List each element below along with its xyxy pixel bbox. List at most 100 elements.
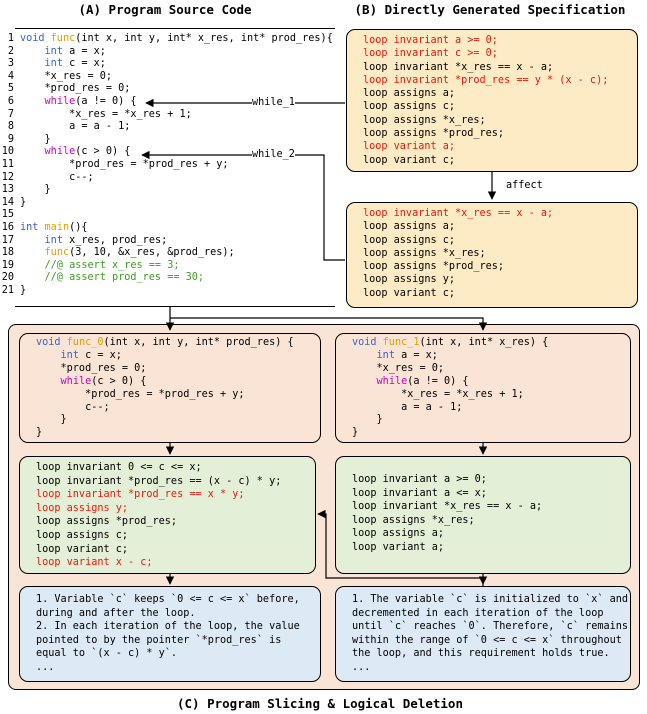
line-number: 21 xyxy=(1,285,14,296)
explanation-line: within the range of `0 <= c <= x` throug… xyxy=(352,634,622,646)
line-number: 9 xyxy=(7,133,14,145)
line-code: while(a != 0) { xyxy=(44,96,137,107)
while1-label: while_1 xyxy=(252,97,295,108)
func1-spec-box: loop invariant a >= 0; loop invariant a <… xyxy=(335,456,631,574)
line-code: void func(int x, int y, int* x_res, int*… xyxy=(20,33,333,44)
line-number: 13 xyxy=(1,184,14,196)
explanation-line: pointed to by the pointer `*prod_res` is xyxy=(36,634,282,646)
func0-spec-box: loop invariant 0 <= c <= x; loop invarian… xyxy=(19,456,316,574)
spec-line: loop variant c; xyxy=(363,154,456,166)
header-a: (A) Program Source Code xyxy=(78,2,252,17)
func1-box: void func_1(int x, int* x_res) { int a =… xyxy=(335,333,631,443)
spec0-line: loop variant c; xyxy=(36,543,129,555)
while2-label: while_2 xyxy=(252,149,295,160)
spec-line: loop assigns c; xyxy=(363,101,456,113)
func0-code-line: *prod_res = *prod_res + y; xyxy=(36,388,245,400)
spec1-line: loop invariant *x_res == x - a; xyxy=(352,501,543,513)
direct-spec-box: loop invariant a >= 0; loop invariant c >… xyxy=(346,29,638,172)
line-code: } xyxy=(20,285,27,296)
line-number: 6 xyxy=(7,96,14,107)
line-number: 2 xyxy=(7,45,14,57)
explanation-line: equal to `(x - c) * y`. xyxy=(36,648,178,660)
line-number: 18 xyxy=(1,247,14,259)
line-number: 10 xyxy=(1,146,14,158)
func1-code-line: void func_1(int x, int* x_res) { xyxy=(352,337,549,348)
func0-code-line: } xyxy=(36,427,43,439)
spec0-line: loop assigns *prod_res; xyxy=(36,516,178,528)
spec0-line: loop variant x - c; xyxy=(36,557,153,569)
spec1-line: loop assigns *x_res; xyxy=(352,514,475,526)
line-code: while(c > 0) { xyxy=(44,146,131,158)
line-code: int c = x; xyxy=(44,58,106,70)
line-code: } xyxy=(20,184,51,196)
spec-line: loop assigns *x_res; xyxy=(363,247,486,259)
explanation-line: ... xyxy=(36,661,55,673)
line-number: 4 xyxy=(7,70,14,82)
line-number: 11 xyxy=(1,159,14,170)
func1-code-line: int a = x; xyxy=(376,349,438,361)
spec-line: loop invariant c >= 0; xyxy=(363,48,498,60)
func1-code-line: while(a != 0) { xyxy=(376,375,469,387)
explanation-line: during and after the loop. xyxy=(36,607,196,619)
spec0-line: loop assigns y; xyxy=(36,502,129,514)
line-number: 14 xyxy=(1,196,14,208)
spec1-line: loop invariant a <= x; xyxy=(352,487,487,499)
func1-code-line: } xyxy=(352,414,383,426)
line-code: a = a - 1; xyxy=(20,121,131,133)
func0-code-line: *prod_res = 0; xyxy=(36,362,147,374)
line-code: func(3, 10, &x_res, &prod_res); xyxy=(44,247,235,259)
spec0-line: loop assigns c; xyxy=(36,529,129,541)
header-b: (B) Directly Generated Specification xyxy=(354,2,626,17)
spec0-line: loop invariant *prod_res == (x - c) * y; xyxy=(36,475,282,487)
affect-label: affect xyxy=(506,180,543,191)
spec0-line: loop invariant 0 <= c <= x; xyxy=(36,462,202,473)
line-code: *x_res = *x_res + 1; xyxy=(20,108,192,120)
spec-line: loop assigns a; xyxy=(363,221,456,233)
explanation-line: ... xyxy=(352,661,371,673)
header-c: (C) Program Slicing & Logical Deletion xyxy=(177,696,463,711)
spec-line: loop assigns *prod_res; xyxy=(363,128,505,140)
line-number: 8 xyxy=(7,121,14,133)
affected-spec-box: loop invariant *x_res == x - a; loop assi… xyxy=(346,202,638,308)
line-code: *prod_res = 0; xyxy=(20,83,131,95)
line-number: 3 xyxy=(7,58,14,70)
line-number: 7 xyxy=(7,108,14,120)
func0-code-line: int c = x; xyxy=(60,349,122,361)
spec-line: loop assigns a; xyxy=(363,88,456,100)
line-code: c--; xyxy=(20,171,94,183)
line-code: } xyxy=(20,196,27,208)
line-code: //@ assert x_res == 3; xyxy=(20,259,180,271)
func0-code-line: while(c > 0) { xyxy=(60,375,147,387)
line-code: //@ assert prod_res == 30; xyxy=(20,272,205,284)
line-code: int main(){ xyxy=(20,222,88,233)
line-code: int a = x; xyxy=(44,45,106,57)
spec0-line: loop invariant *prod_res == x * y; xyxy=(36,489,245,501)
line-number: 12 xyxy=(1,171,14,183)
line-number: 1 xyxy=(7,33,14,44)
line-number: 5 xyxy=(7,83,14,95)
func0-box: void func_0(int x, int y, int* prod_res)… xyxy=(19,333,321,443)
code-bottom-rule xyxy=(15,306,335,307)
spec-line: loop invariant *x_res == x - a; xyxy=(363,208,554,219)
explanation-line: the loop, and this requirement holds tru… xyxy=(352,648,610,660)
line-code: *x_res = 0; xyxy=(20,70,113,82)
spec-line: loop variant c; xyxy=(363,287,456,299)
line-number: 16 xyxy=(1,222,14,233)
source-code: 1 void func(int x, int y, int* x_res, int… xyxy=(0,33,335,303)
code-top-rule xyxy=(15,28,335,29)
line-number: 17 xyxy=(1,234,14,246)
func0-explanation-box: 1. Variable `c` keeps `0 <= c <= x` befo… xyxy=(19,586,321,682)
spec-line: loop invariant *x_res == x - a; xyxy=(363,61,554,73)
func1-code-line: } xyxy=(352,427,359,439)
explanation-line: 1. The variable `c` is initialized to `x… xyxy=(352,594,629,605)
spec-line: loop assigns y; xyxy=(363,274,456,286)
spec-line: loop assigns c; xyxy=(363,234,456,246)
func1-code-line: *x_res = 0; xyxy=(352,362,445,374)
explanation-line: 2. In each iteration of the loop, the va… xyxy=(36,621,300,633)
explanation-line: 1. Variable `c` keeps `0 <= c <= x` befo… xyxy=(36,594,300,605)
line-number: 20 xyxy=(1,272,14,284)
spec-line: loop invariant a >= 0; xyxy=(363,35,498,46)
line-number: 15 xyxy=(1,209,14,221)
spec1-line: loop invariant a >= 0; xyxy=(352,474,487,485)
